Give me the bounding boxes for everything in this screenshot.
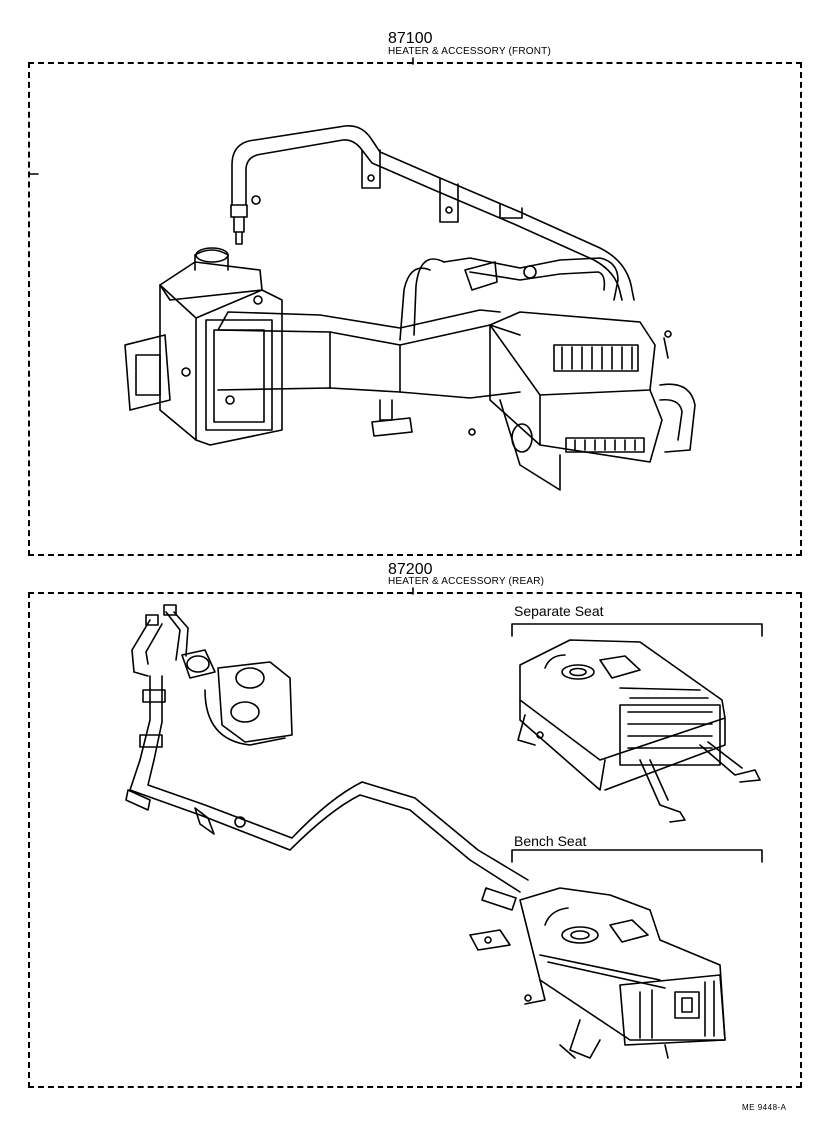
front-hose-loop (399, 257, 619, 341)
rear-diagram-frame (28, 592, 802, 1088)
front-diagram-frame (28, 62, 802, 556)
bench-seat-label: Bench Seat (514, 833, 587, 849)
rear-piping (125, 604, 529, 911)
front-hose-pipe (230, 124, 635, 301)
bench-seat-heater (469, 849, 763, 1059)
rear-long-hose (125, 759, 529, 911)
front-center-duct (217, 309, 521, 437)
rear-section-title: HEATER & ACCESSORY (REAR) (388, 576, 545, 587)
separate-seat-label: Separate Seat (514, 603, 604, 619)
separate-seat-bracket-line (511, 623, 763, 637)
figure-code: ME 9448-A (742, 1103, 787, 1112)
front-heater-core-box (468, 311, 696, 491)
separate-seat-heater (511, 623, 763, 823)
front-blower-box (124, 247, 283, 446)
hose-end-fitting (230, 204, 248, 218)
front-part-number: 87100 (388, 30, 433, 47)
rear-part-number: 87200 (388, 561, 433, 578)
bench-seat-bracket-line (511, 849, 763, 863)
front-heater-assembly (124, 124, 696, 491)
rear-water-valve (131, 604, 293, 761)
front-pipe-clamps (251, 149, 523, 223)
front-section-title: HEATER & ACCESSORY (FRONT) (388, 46, 552, 57)
